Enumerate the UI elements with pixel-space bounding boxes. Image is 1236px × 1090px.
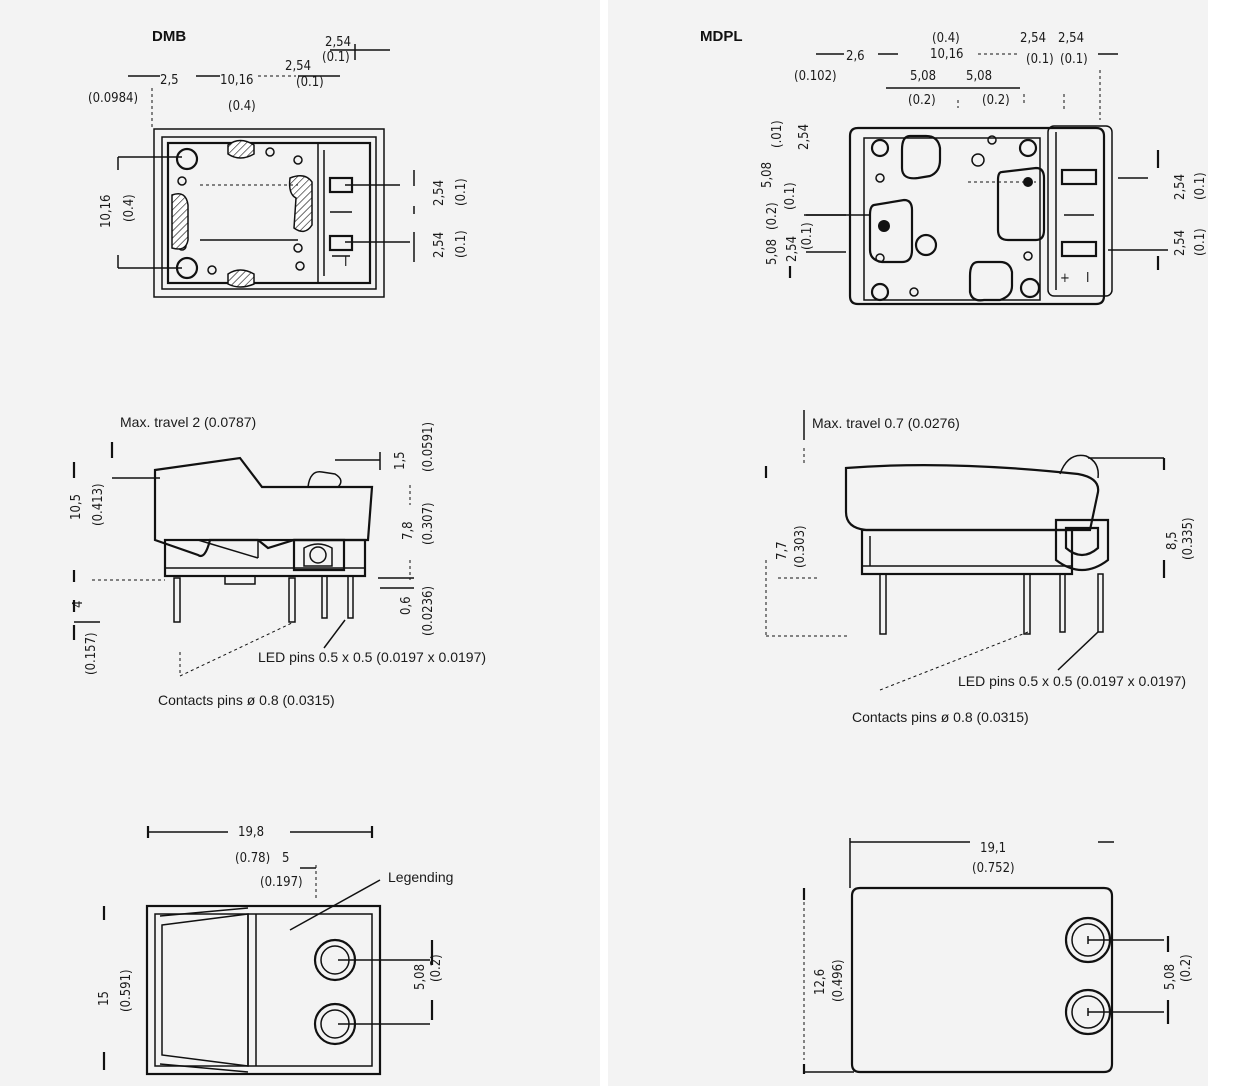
dmb-dim-text: 10,16	[99, 195, 114, 228]
dmb-drawing: DMB 2,54 (0.1) 2,54 (0.1) 2,5 (0.0984) 1…	[69, 28, 486, 1076]
mdpl-dim-text: 2,6	[846, 49, 865, 64]
mdpl-side-view: Max. travel 0.7 (0.0276) 7,7 (0.303) 8,5…	[764, 410, 1196, 725]
mdpl-dim-text: (0.335)	[1181, 517, 1196, 560]
dmb-front-view: 19,8 (0.78) 5 (0.197) 15 (0.591) 5,08 (0…	[97, 825, 453, 1076]
mdpl-dim-text: 5,08	[910, 69, 936, 84]
dmb-dim-text: 2,54	[432, 180, 447, 206]
dmb-dim-text: (0.0591)	[421, 422, 436, 472]
dmb-dim-text: (0.157)	[84, 632, 99, 675]
dmb-top-view: 2,54 (0.1) 2,54 (0.1) 2,5 (0.0984) 10,16…	[88, 35, 469, 298]
dmb-title: DMB	[152, 28, 186, 45]
mdpl-dim-text: 5,08	[1163, 964, 1178, 990]
mdpl-dim-text: (0.2)	[908, 93, 936, 108]
dmb-dim-text: 2,54	[285, 59, 311, 74]
dmb-legending-label: Legending	[388, 869, 453, 885]
mdpl-dim-text: (.01)	[770, 120, 785, 148]
dmb-dim-text: (0.1)	[322, 50, 350, 65]
dmb-contact-pins-label: Contacts pins ø 0.8 (0.0315)	[158, 692, 335, 708]
dmb-dim-text: 19,8	[238, 825, 264, 840]
dmb-dim-text: 7,8	[401, 521, 416, 540]
mdpl-dim-text: 2,54	[785, 236, 800, 262]
mdpl-dim-text: 12,6	[813, 969, 828, 995]
dmb-led-pins-label: LED pins 0.5 x 0.5 (0.0197 x 0.0197)	[258, 649, 486, 665]
mdpl-max-travel: Max. travel 0.7 (0.0276)	[812, 415, 960, 431]
dmb-dim-text: 5,08	[413, 964, 428, 990]
dmb-dim-text: (0.0984)	[88, 91, 138, 106]
mdpl-dim-text: 10,16	[930, 47, 963, 62]
mdpl-dim-text: 5,08	[966, 69, 992, 84]
dmb-dim-text: (0.78)	[235, 851, 270, 866]
mdpl-dim-text: 2,54	[1058, 31, 1084, 46]
mdpl-dim-text: 2,54	[1173, 230, 1188, 256]
mdpl-front-view: 19,1 (0.752) 12,6 (0.496) 5,08 (0.2)	[802, 838, 1194, 1074]
dmb-dim-text: (0.1)	[296, 75, 324, 90]
mdpl-dim-text: (0.4)	[932, 31, 960, 46]
mdpl-top-view: (0.4) 10,16 2,54 2,54 (0.1) (0.1) 2,6 (0…	[760, 31, 1208, 306]
dmb-max-travel: Max. travel 2 (0.0787)	[120, 414, 256, 430]
mdpl-dim-text: 2,54	[797, 124, 812, 150]
mdpl-dim-text: 19,1	[980, 841, 1006, 856]
mdpl-dim-text: (0.2)	[765, 202, 780, 230]
dmb-dim-text: (0.4)	[228, 99, 256, 114]
mdpl-dim-text: (0.496)	[831, 959, 846, 1002]
dmb-dim-text: (0.591)	[119, 969, 134, 1012]
mdpl-dim-text: 5,08	[760, 162, 775, 188]
dmb-dim-text: (0.1)	[454, 230, 469, 258]
mdpl-dim-text: (0.1)	[1026, 52, 1054, 67]
mdpl-dim-text: 5,08	[765, 239, 780, 265]
dmb-dim-text: 10,16	[220, 73, 253, 88]
dmb-dim-text: (0.197)	[260, 875, 303, 890]
mdpl-polarity-plus: +	[1060, 271, 1070, 286]
dmb-dim-text: 15	[97, 991, 112, 1006]
mdpl-dim-text: (0.752)	[972, 861, 1015, 876]
mdpl-dim-text: 7,7	[775, 541, 790, 560]
mdpl-polarity-minus: I	[1086, 271, 1089, 286]
mdpl-dim-text: (0.1)	[1193, 228, 1208, 256]
dmb-dim-text: (0.0236)	[421, 586, 436, 636]
dmb-side-view: Max. travel 2 (0.0787) 1,5 (0.0591) 10,5…	[69, 414, 486, 708]
mdpl-dim-text: (0.1)	[800, 222, 815, 250]
mdpl-dim-text: (0.1)	[783, 182, 798, 210]
mdpl-dim-text: (0.2)	[982, 93, 1010, 108]
dmb-dim-text: 2,54	[432, 232, 447, 258]
mdpl-dim-text: (0.1)	[1193, 172, 1208, 200]
dmb-dim-text: 1,5	[393, 451, 408, 470]
mdpl-panel: MDPL (0.4) 10,16 2,54 2,54 (0.1) (0.1) 2…	[608, 0, 1208, 1086]
mdpl-dim-text: (0.1)	[1060, 52, 1088, 67]
dmb-dim-text: (0.1)	[454, 178, 469, 206]
mdpl-dim-text: (0.303)	[793, 525, 808, 568]
mdpl-dim-text: 2,54	[1173, 174, 1188, 200]
dmb-dim-text: 5	[282, 851, 289, 866]
dmb-dim-text: 2,5	[160, 73, 179, 88]
mdpl-dim-text: (0.2)	[1179, 954, 1194, 982]
dmb-panel: DMB 2,54 (0.1) 2,54 (0.1) 2,5 (0.0984) 1…	[0, 0, 600, 1086]
mdpl-contact-pins-label: Contacts pins ø 0.8 (0.0315)	[852, 709, 1029, 725]
dmb-polarity-mark: I	[344, 255, 347, 270]
mdpl-drawing: MDPL (0.4) 10,16 2,54 2,54 (0.1) (0.1) 2…	[700, 28, 1208, 1074]
mdpl-dim-text: 8,5	[1165, 531, 1180, 550]
dmb-dim-text: 4	[71, 601, 86, 608]
mdpl-title: MDPL	[700, 28, 743, 45]
dmb-dim-text: 2,54	[325, 35, 351, 50]
mdpl-dim-text: (0.102)	[794, 69, 837, 84]
dmb-dim-text: (0.413)	[91, 483, 106, 526]
dmb-dim-text: 0,6	[399, 596, 414, 615]
mdpl-led-pins-label: LED pins 0.5 x 0.5 (0.0197 x 0.0197)	[958, 673, 1186, 689]
mdpl-dim-text: 2,54	[1020, 31, 1046, 46]
dmb-dim-text: (0.4)	[122, 194, 137, 222]
dmb-dim-text: (0.307)	[421, 502, 436, 545]
dmb-dim-text: 10,5	[69, 494, 84, 520]
